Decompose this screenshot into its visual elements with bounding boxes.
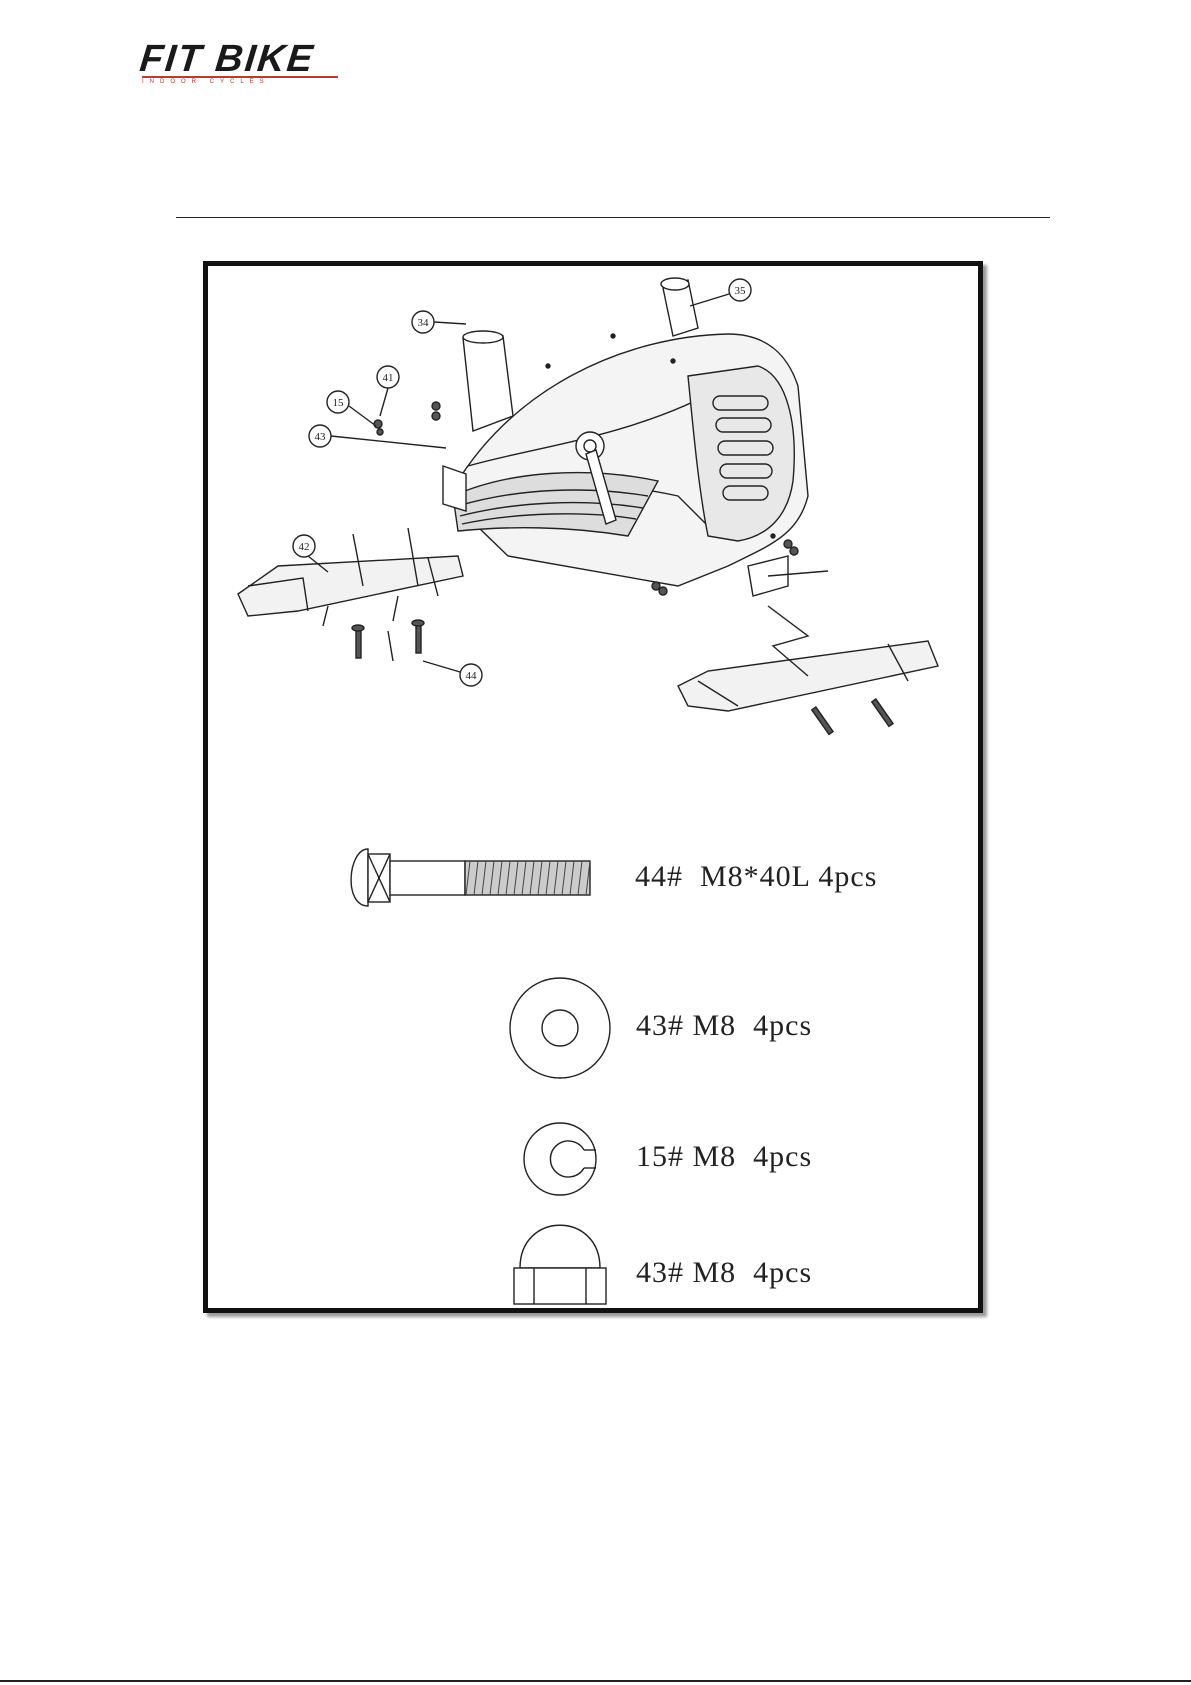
- callout-15: 15: [333, 397, 345, 409]
- hardware-label-cap-nut: 43# M8 4pcs: [636, 1256, 812, 1290]
- callout-43: 43: [315, 431, 327, 443]
- front-stabilizer: [238, 466, 466, 626]
- fit-bike-logo: FIT BIKE INDOOR CYCLES: [140, 40, 340, 80]
- logo-subtitle: INDOOR CYCLES: [142, 79, 270, 85]
- header-rule: [176, 217, 1050, 218]
- callout-42: 42: [299, 541, 310, 553]
- hardware-label-flat-washer: 43# M8 4pcs: [636, 1009, 812, 1043]
- bike-body: [448, 278, 808, 586]
- callout-41: 41: [383, 372, 394, 384]
- spring-washer-icon: [524, 1123, 596, 1195]
- logo-text: FIT BIKE: [138, 40, 342, 78]
- rear-stabilizer: [678, 556, 938, 711]
- exploded-view-drawing: 34 35 41 15 43 42 44: [208, 266, 978, 1308]
- hardware-label-spring-washer: 15# M8 4pcs: [636, 1140, 812, 1174]
- flat-washer-icon: [510, 978, 610, 1078]
- logo-underline: [142, 76, 338, 78]
- footer-rule: [0, 1680, 1191, 1682]
- callout-44: 44: [466, 670, 478, 682]
- callout-35: 35: [735, 285, 747, 297]
- hardware-label-bolt: 44# M8*40L 4pcs: [635, 860, 877, 894]
- carriage-bolt-icon: [351, 849, 590, 906]
- cap-nut-icon: [514, 1225, 606, 1304]
- callout-34: 34: [418, 317, 430, 329]
- assembly-diagram-frame: 34 35 41 15 43 42 44: [203, 261, 983, 1313]
